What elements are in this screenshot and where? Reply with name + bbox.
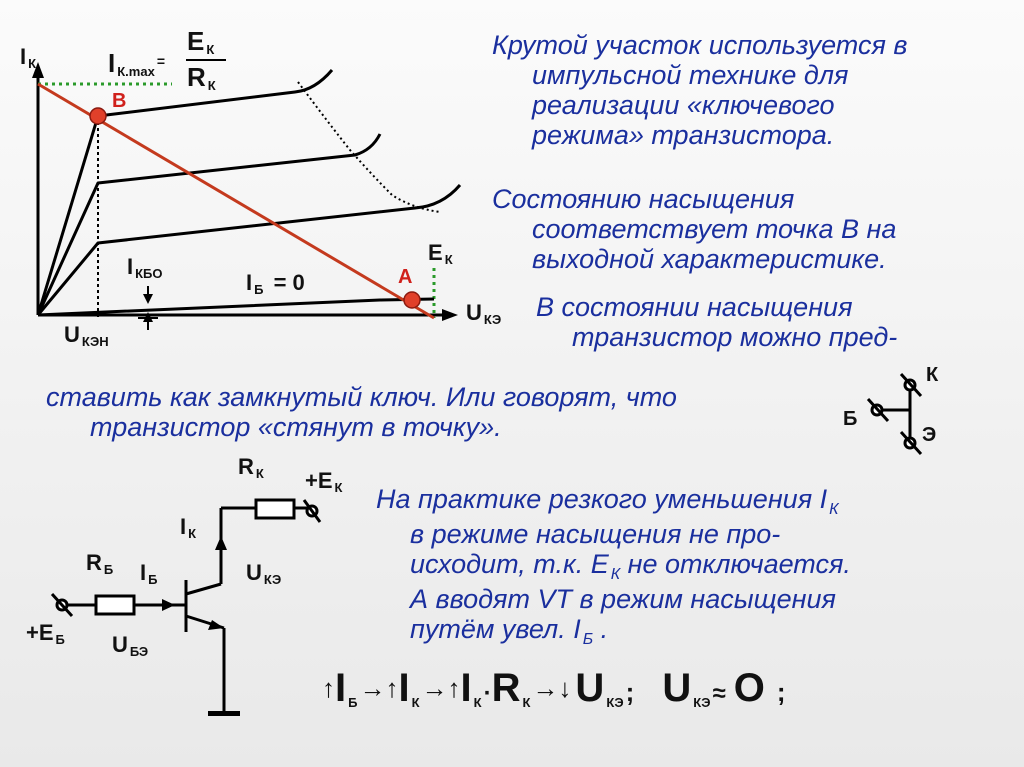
load-line [37,82,435,320]
x-axis-arrow [442,309,458,321]
guide-lines [38,82,436,318]
ib-arrow [162,599,175,611]
switch-label-e: Э [922,424,937,446]
curve-2 [36,184,462,316]
label-point-b: B [112,90,127,112]
ikbo-arrow-down [143,294,153,304]
curve-1 [37,297,435,317]
curve-4 [36,69,334,316]
switch-label-k: К [926,364,939,386]
paragraph-saturation-point: Состоянию насыщения соответствует точка … [492,184,897,274]
point-a-dot [403,291,421,309]
y-axis-arrow [32,62,44,78]
switch-symbol [866,372,923,456]
ikbo-marker [138,286,158,330]
point-b-dot [89,107,107,125]
paragraph-closed-switch: ставить как замкнутый ключ. Или говорят,… [46,382,677,442]
paragraph-saturation-state: В состоянии насыщения транзистор можно п… [536,292,898,352]
emitter-arrow [208,620,224,630]
switch-label-b: Б [843,408,858,430]
label-point-a: A [398,266,413,288]
graph-axes [36,70,448,317]
ground [208,711,240,716]
curve-3 [36,133,382,316]
ikbo-arrow-up [143,312,153,322]
ik-arrow [215,536,227,550]
paragraph-steep-section: Крутой участок используется в импульсной… [492,30,908,150]
